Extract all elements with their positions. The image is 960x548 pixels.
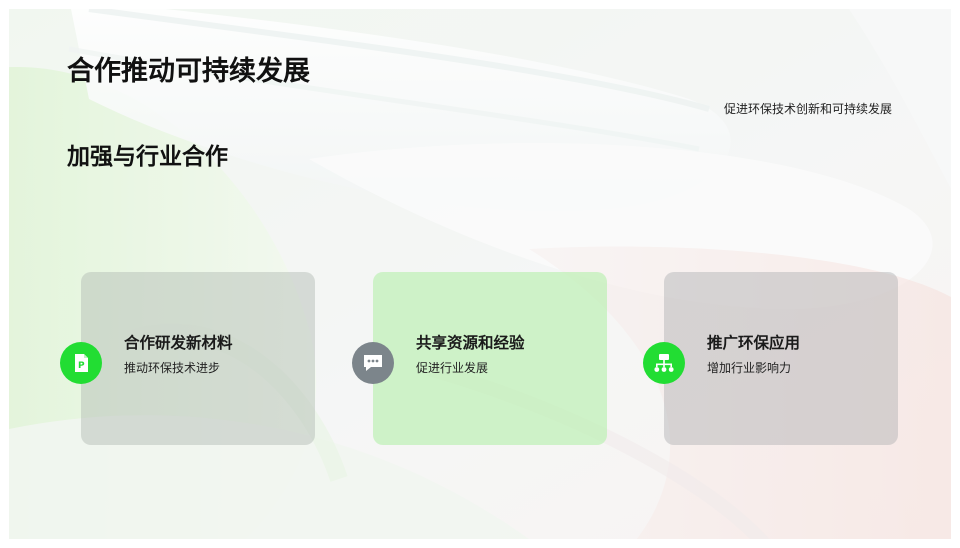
card-title: 推广环保应用: [707, 334, 801, 352]
chat-bubble-icon: [352, 342, 394, 384]
page-title: 合作推动可持续发展: [67, 56, 310, 87]
card-description: 增加行业影响力: [707, 361, 792, 375]
feature-card: P 合作研发新材料 推动环保技术进步: [60, 272, 315, 445]
slide: 合作推动可持续发展 促进环保技术创新和可持续发展 加强与行业合作 P 合作研发新…: [9, 9, 951, 539]
card-description: 推动环保技术进步: [124, 361, 221, 375]
section-subtitle: 加强与行业合作: [67, 144, 228, 170]
svg-text:P: P: [78, 361, 85, 371]
card-title: 共享资源和经验: [416, 334, 525, 352]
card-description: 促进行业发展: [416, 361, 489, 375]
org-chart-icon: [643, 342, 685, 384]
feature-card: 推广环保应用 增加行业影响力: [643, 272, 898, 445]
document-icon: P: [60, 342, 102, 384]
feature-card: 共享资源和经验 促进行业发展: [352, 272, 607, 445]
background-ribbons-image: [9, 9, 951, 539]
page-tagline: 促进环保技术创新和可持续发展: [723, 102, 892, 116]
card-title: 合作研发新材料: [124, 334, 233, 352]
